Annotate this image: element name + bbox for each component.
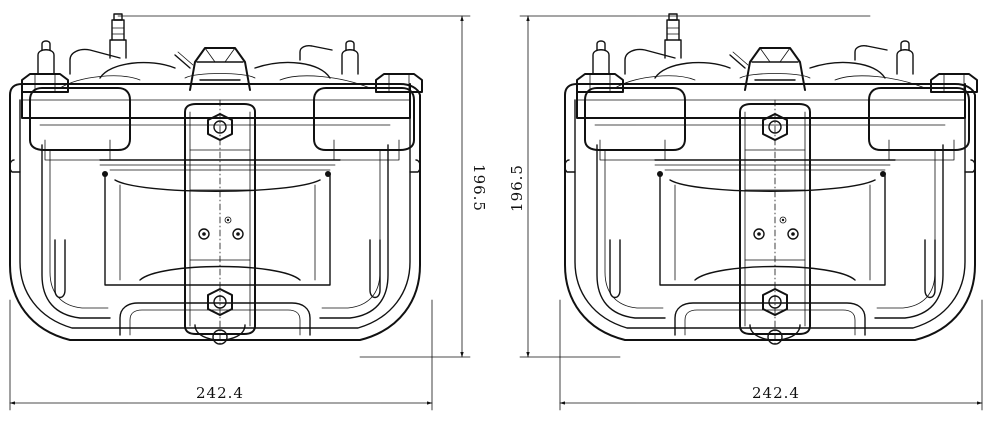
left-height-dimension: 196.5 xyxy=(117,15,488,358)
right-width-dimension: 242.4 xyxy=(559,299,983,411)
right-view: 196.5 242.4 xyxy=(508,13,983,411)
left-width-label: 242.4 xyxy=(196,384,244,402)
left-width-dimension: 242.4 xyxy=(9,299,433,411)
right-width-label: 242.4 xyxy=(752,384,800,402)
left-view: 196.5 242.4 xyxy=(8,13,488,411)
left-height-label: 196.5 xyxy=(470,164,488,212)
right-height-label: 196.5 xyxy=(508,164,526,212)
right-height-dimension: 196.5 xyxy=(508,15,871,358)
